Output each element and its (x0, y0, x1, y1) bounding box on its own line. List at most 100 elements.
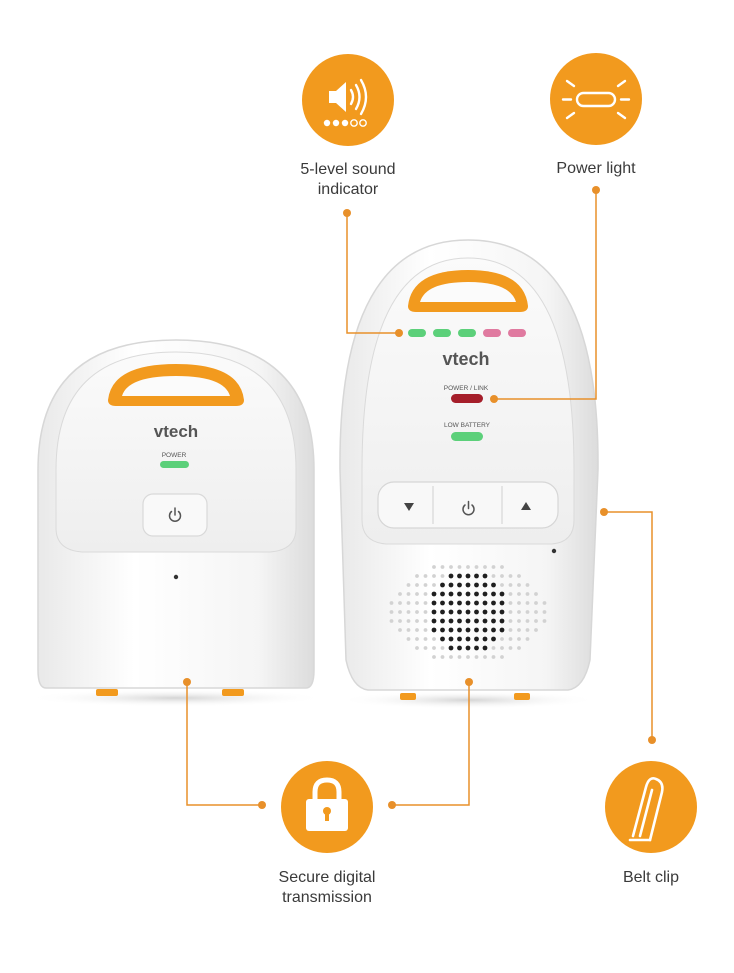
belt-clip-label: Belt clip (622, 869, 680, 886)
power-light-callout-line (494, 190, 597, 400)
grille-hole (508, 619, 513, 623)
grille-hole (474, 627, 479, 633)
grille-hole (474, 565, 479, 569)
speaker-icon (323, 78, 368, 127)
grille-hole (491, 618, 496, 624)
grille-hole (466, 655, 470, 659)
sound-led-3 (458, 329, 476, 337)
grille-hole (448, 573, 454, 579)
grille-hole (491, 646, 496, 650)
speaker-grille (389, 565, 547, 659)
grille-hole (423, 583, 428, 587)
grille-hole (508, 646, 513, 650)
grille-hole (525, 583, 530, 587)
grille-hole (499, 591, 505, 597)
grille-hole (457, 600, 462, 606)
grille-hole (508, 583, 513, 587)
grille-hole (457, 627, 462, 633)
grille-hole (491, 600, 496, 606)
grille-hole (465, 627, 471, 633)
grille-hole (389, 619, 394, 623)
parent-unit-foot-right (514, 693, 530, 700)
grille-hole (482, 636, 488, 642)
grille-hole (466, 565, 470, 569)
grille-hole (440, 574, 445, 578)
grille-hole (491, 609, 496, 615)
grille-hole (482, 582, 488, 588)
grille-hole (517, 628, 521, 632)
grille-hole (415, 592, 419, 596)
parent-unit: vtech POWER / LINK LOW BATTERY (339, 239, 599, 700)
grille-hole (448, 609, 454, 615)
grille-hole (508, 628, 513, 632)
grille-hole (440, 646, 445, 650)
grille-hole (432, 655, 436, 659)
grille-hole (440, 627, 445, 633)
grille-hole (398, 628, 402, 632)
grille-hole (491, 591, 496, 597)
volume-up-button[interactable] (521, 502, 531, 510)
grille-hole (406, 601, 411, 605)
sound-led-1 (408, 329, 426, 337)
grille-hole (491, 574, 496, 578)
grille-hole (448, 582, 454, 588)
grille-hole (440, 582, 445, 588)
grille-hole (406, 628, 411, 632)
grille-hole (517, 646, 521, 650)
low-battery-label: LOW BATTERY (444, 422, 491, 429)
grille-hole (508, 637, 513, 641)
belt-clip-feature-badge (605, 761, 697, 853)
grille-hole (482, 573, 488, 579)
grille-hole (398, 601, 402, 605)
grille-hole (517, 619, 521, 623)
grille-hole (423, 619, 428, 623)
triangle-down-icon (404, 503, 414, 511)
grille-hole (440, 591, 445, 597)
grille-hole (525, 592, 530, 596)
grille-hole (389, 601, 394, 605)
sound-feature-badge (302, 54, 394, 146)
grille-hole (398, 619, 402, 623)
grille-hole (457, 582, 462, 588)
grille-hole (465, 636, 471, 642)
parent-unit-brand: vtech (442, 349, 489, 369)
base-unit-mic-hole (173, 574, 179, 580)
base-unit-foot-left (96, 689, 118, 696)
grille-hole (500, 565, 504, 569)
grille-hole (525, 637, 530, 641)
grille-hole (517, 610, 521, 614)
secure-feature-badge (281, 761, 373, 853)
parent-power-button[interactable] (462, 500, 475, 516)
sound-level-leds (408, 329, 526, 337)
grille-hole (474, 655, 479, 659)
grille-hole (415, 574, 419, 578)
grille-hole (389, 610, 394, 614)
grille-hole (525, 610, 530, 614)
grille-hole (465, 609, 471, 615)
sound-callout-line (346, 213, 399, 334)
grille-hole (542, 619, 547, 623)
grille-hole (406, 583, 411, 587)
parent-secure-callout-line (392, 682, 470, 806)
grille-hole (415, 601, 419, 605)
grille-hole (508, 610, 513, 614)
grille-hole (482, 645, 488, 651)
base-unit: vtech POWER (37, 339, 315, 696)
grille-hole (440, 618, 445, 624)
grille-hole (491, 627, 496, 633)
grille-hole (491, 582, 496, 588)
base-unit-shadow (26, 689, 326, 707)
grille-hole (406, 637, 411, 641)
base-unit-brand: vtech (154, 422, 198, 441)
volume-down-button[interactable] (404, 503, 414, 511)
grille-hole (499, 627, 505, 633)
grille-hole (525, 628, 530, 632)
grille-hole (432, 637, 436, 641)
grille-hole (423, 646, 428, 650)
grille-hole (534, 592, 538, 596)
light-icon (561, 79, 631, 120)
grille-hole (474, 582, 479, 588)
callout-lines (186, 190, 653, 806)
parent-unit-shadow (338, 691, 598, 709)
